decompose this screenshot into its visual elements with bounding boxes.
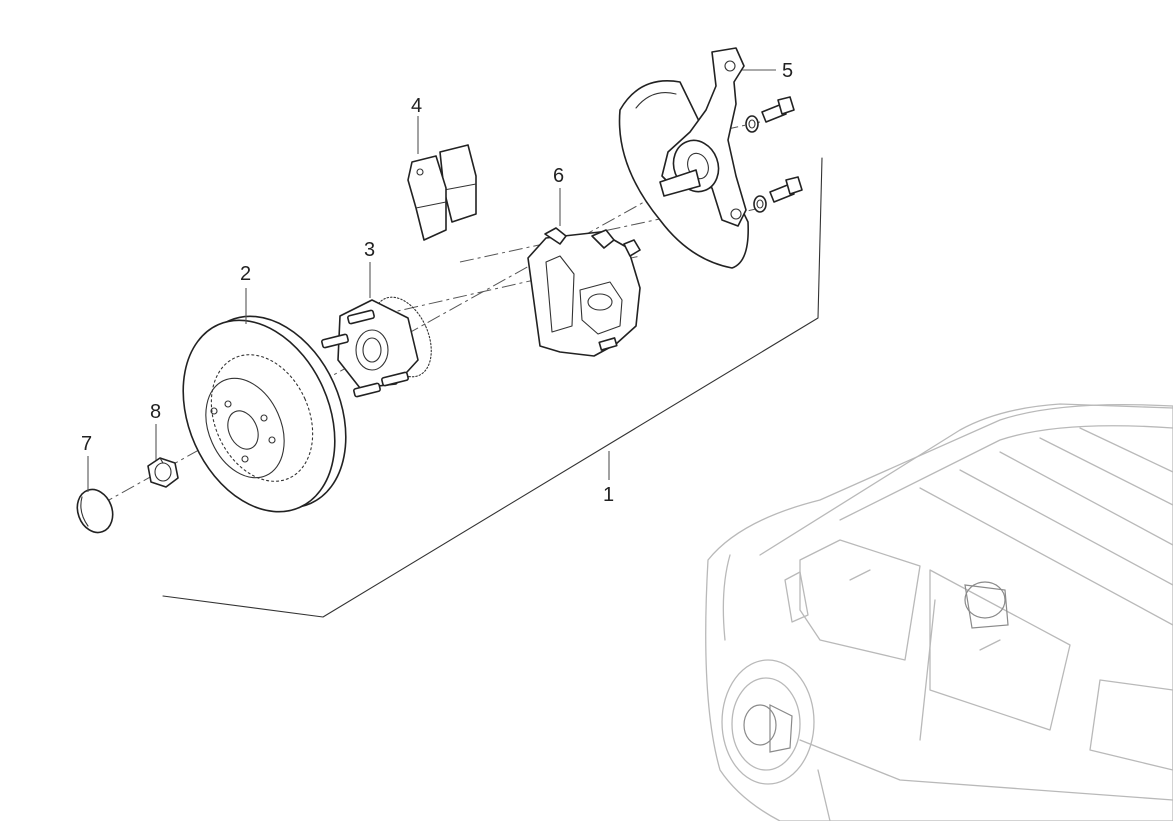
brake-pads-part[interactable] [407,116,477,241]
callout-3: 3 [364,239,375,261]
brake-disc-part[interactable] [154,288,374,536]
callout-2: 2 [240,263,251,285]
hub-nut-part[interactable] [147,424,179,488]
callout-1: 1 [603,484,614,506]
dust-cap-part[interactable] [72,456,119,537]
callout-5: 5 [782,60,793,82]
van-wheel-assembly-highlight [743,581,1009,753]
callout-8: 8 [150,401,161,423]
assembly-bracket [162,157,823,618]
callout-4: 4 [411,95,422,117]
steering-knuckle-part[interactable] [618,47,777,269]
wheel-stud [321,309,409,398]
callout-7: 7 [81,433,92,455]
wheel-hub-part[interactable] [321,262,442,398]
callout-labels: 1 2 3 4 5 6 7 8 [81,60,793,506]
brake-caliper-part[interactable] [527,188,641,357]
callout-6: 6 [553,165,564,187]
mounting-bolts[interactable] [745,96,803,213]
van-locator-illustration [705,403,1173,821]
